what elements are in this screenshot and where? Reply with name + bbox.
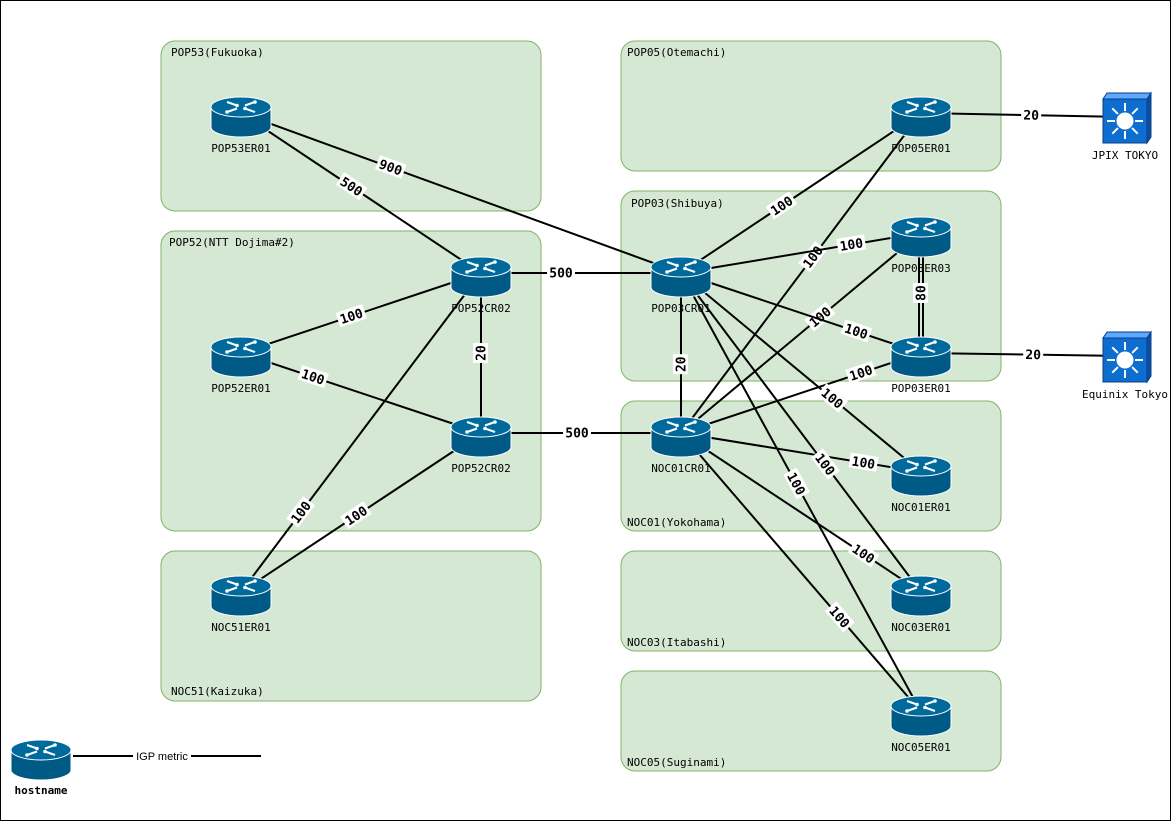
metric-label: 100: [840, 319, 873, 344]
host-label: NOC01CR01: [651, 462, 711, 475]
svg-text:100: 100: [850, 454, 876, 473]
svg-text:100: 100: [299, 367, 326, 389]
site-pop53: [160, 40, 542, 212]
site-noc03: [620, 550, 1002, 652]
router-icon: [890, 575, 952, 617]
link-POP03CR01-POP03ER01: [680, 272, 922, 354]
site-label-pop05: POP05(Otemachi): [627, 46, 726, 59]
link-NOC01CR01-POP03ER03: [680, 232, 922, 434]
metric-label: 100: [297, 364, 329, 389]
host-label: POP05ER01: [891, 142, 951, 155]
router-icon: [650, 256, 712, 298]
site-pop05: [620, 40, 1002, 172]
host-label: NOC05ER01: [891, 741, 951, 754]
metric-label: 500: [547, 265, 575, 282]
link-POP52ER01-POP52CR02b: [240, 352, 482, 434]
router-icon: [890, 216, 952, 258]
link-POP03CR01-NOC01ER01: [680, 272, 922, 473]
metric-label: 500: [563, 425, 591, 442]
svg-text:100: 100: [839, 236, 865, 255]
host-label: NOC01ER01: [891, 501, 951, 514]
host-label: NOC51ER01: [211, 621, 271, 634]
router-icon: [890, 695, 952, 737]
legend-hostname-label: hostname: [15, 784, 68, 797]
link-NOC01CR01-NOC03ER01: [680, 432, 922, 593]
svg-text:500: 500: [549, 267, 573, 282]
router-icon: [210, 575, 272, 617]
link-NOC01CR01-POP05ER01: [680, 112, 922, 434]
host-label: POP52CR02: [451, 302, 511, 315]
metric-label: 100: [836, 234, 867, 255]
metric-label: 20: [673, 354, 690, 375]
site-label-noc03: NOC03(Itabashi): [627, 636, 726, 649]
host-label: POP52ER01: [211, 382, 271, 395]
legend-router-icon: [10, 739, 72, 781]
legend-metric-label-bg: [133, 748, 191, 763]
svg-text:20: 20: [475, 345, 490, 361]
router-icon: [450, 256, 512, 298]
host-label: POP52CR02: [451, 462, 511, 475]
host-label: POP03CR01: [651, 302, 711, 315]
metric-label: 20: [1021, 106, 1042, 124]
svg-text:20: 20: [675, 356, 690, 372]
legend-igp-metric-label: IGP metric: [136, 751, 188, 763]
site-label-pop53: POP53(Fukuoka): [171, 46, 264, 59]
router-icon: [890, 336, 952, 378]
metric-label: 80: [913, 283, 930, 303]
link-NOC01CR01-NOC01ER01: [680, 432, 922, 473]
router-icon: [890, 96, 952, 138]
router-icon: [10, 739, 72, 781]
link-POP03CR01-NOC03ER01: [680, 272, 922, 593]
svg-text:20: 20: [1025, 348, 1041, 363]
svg-text:80: 80: [915, 285, 930, 301]
metric-label: 100: [848, 452, 879, 473]
site-noc01: [620, 400, 1002, 532]
svg-text:100: 100: [338, 306, 365, 328]
legend: hostname IGP metric: [10, 739, 261, 797]
site-boxes: POP53(Fukuoka) POP52(NTT Dojima#2) NOC51(K…: [160, 40, 1002, 772]
host-label: POP03ER03: [891, 262, 951, 275]
host-label: POP03ER01: [891, 382, 951, 395]
router-icon: [450, 416, 512, 458]
host-label: Equinix Tokyo: [1082, 388, 1168, 401]
svg-text:20: 20: [1023, 109, 1039, 124]
metric-label: 100: [335, 304, 367, 328]
svg-text:100: 100: [842, 322, 869, 344]
router-icon: [210, 336, 272, 378]
nodes: POP53ER01POP52CR02POP52ER01POP52CR02NOC5…: [210, 91, 1168, 754]
link-POP53ER01-POP03CR01: [240, 112, 682, 274]
site-label-noc51: NOC51(Kaizuka): [171, 685, 264, 698]
router-icon: [890, 455, 952, 497]
link-NOC01CR01-POP03ER01: [680, 352, 922, 434]
switch-icon: [1102, 330, 1152, 384]
link-POP03CR01-POP03ER03: [680, 232, 922, 274]
site-label-pop03: POP03(Shibuya): [631, 197, 724, 210]
metric-label: 20: [473, 343, 490, 363]
link-POP03ER01-EQUINIX: [920, 352, 1126, 357]
svg-text:100: 100: [848, 363, 875, 385]
host-label: NOC03ER01: [891, 621, 951, 634]
link-NOC01CR01-NOC05ER01: [680, 432, 922, 713]
metric-label: 100: [845, 360, 877, 385]
metric-label: 20: [1023, 346, 1044, 363]
router-icon: [210, 96, 272, 138]
metric-label: 100: [847, 539, 880, 568]
host-label: POP53ER01: [211, 142, 271, 155]
site-label-noc05: NOC05(Suginami): [627, 756, 726, 769]
link-NOC51ER01-POP52CR02a: [240, 272, 482, 593]
link-POP03CR01-POP05ER01: [680, 112, 922, 274]
host-label: JPIX TOKYO: [1092, 149, 1158, 162]
svg-text:500: 500: [565, 427, 589, 442]
site-label-pop52: POP52(NTT Dojima#2): [169, 236, 295, 249]
switch-icon: [1102, 91, 1152, 145]
site-label-noc01: NOC01(Yokohama): [627, 516, 726, 529]
router-icon: [650, 416, 712, 458]
